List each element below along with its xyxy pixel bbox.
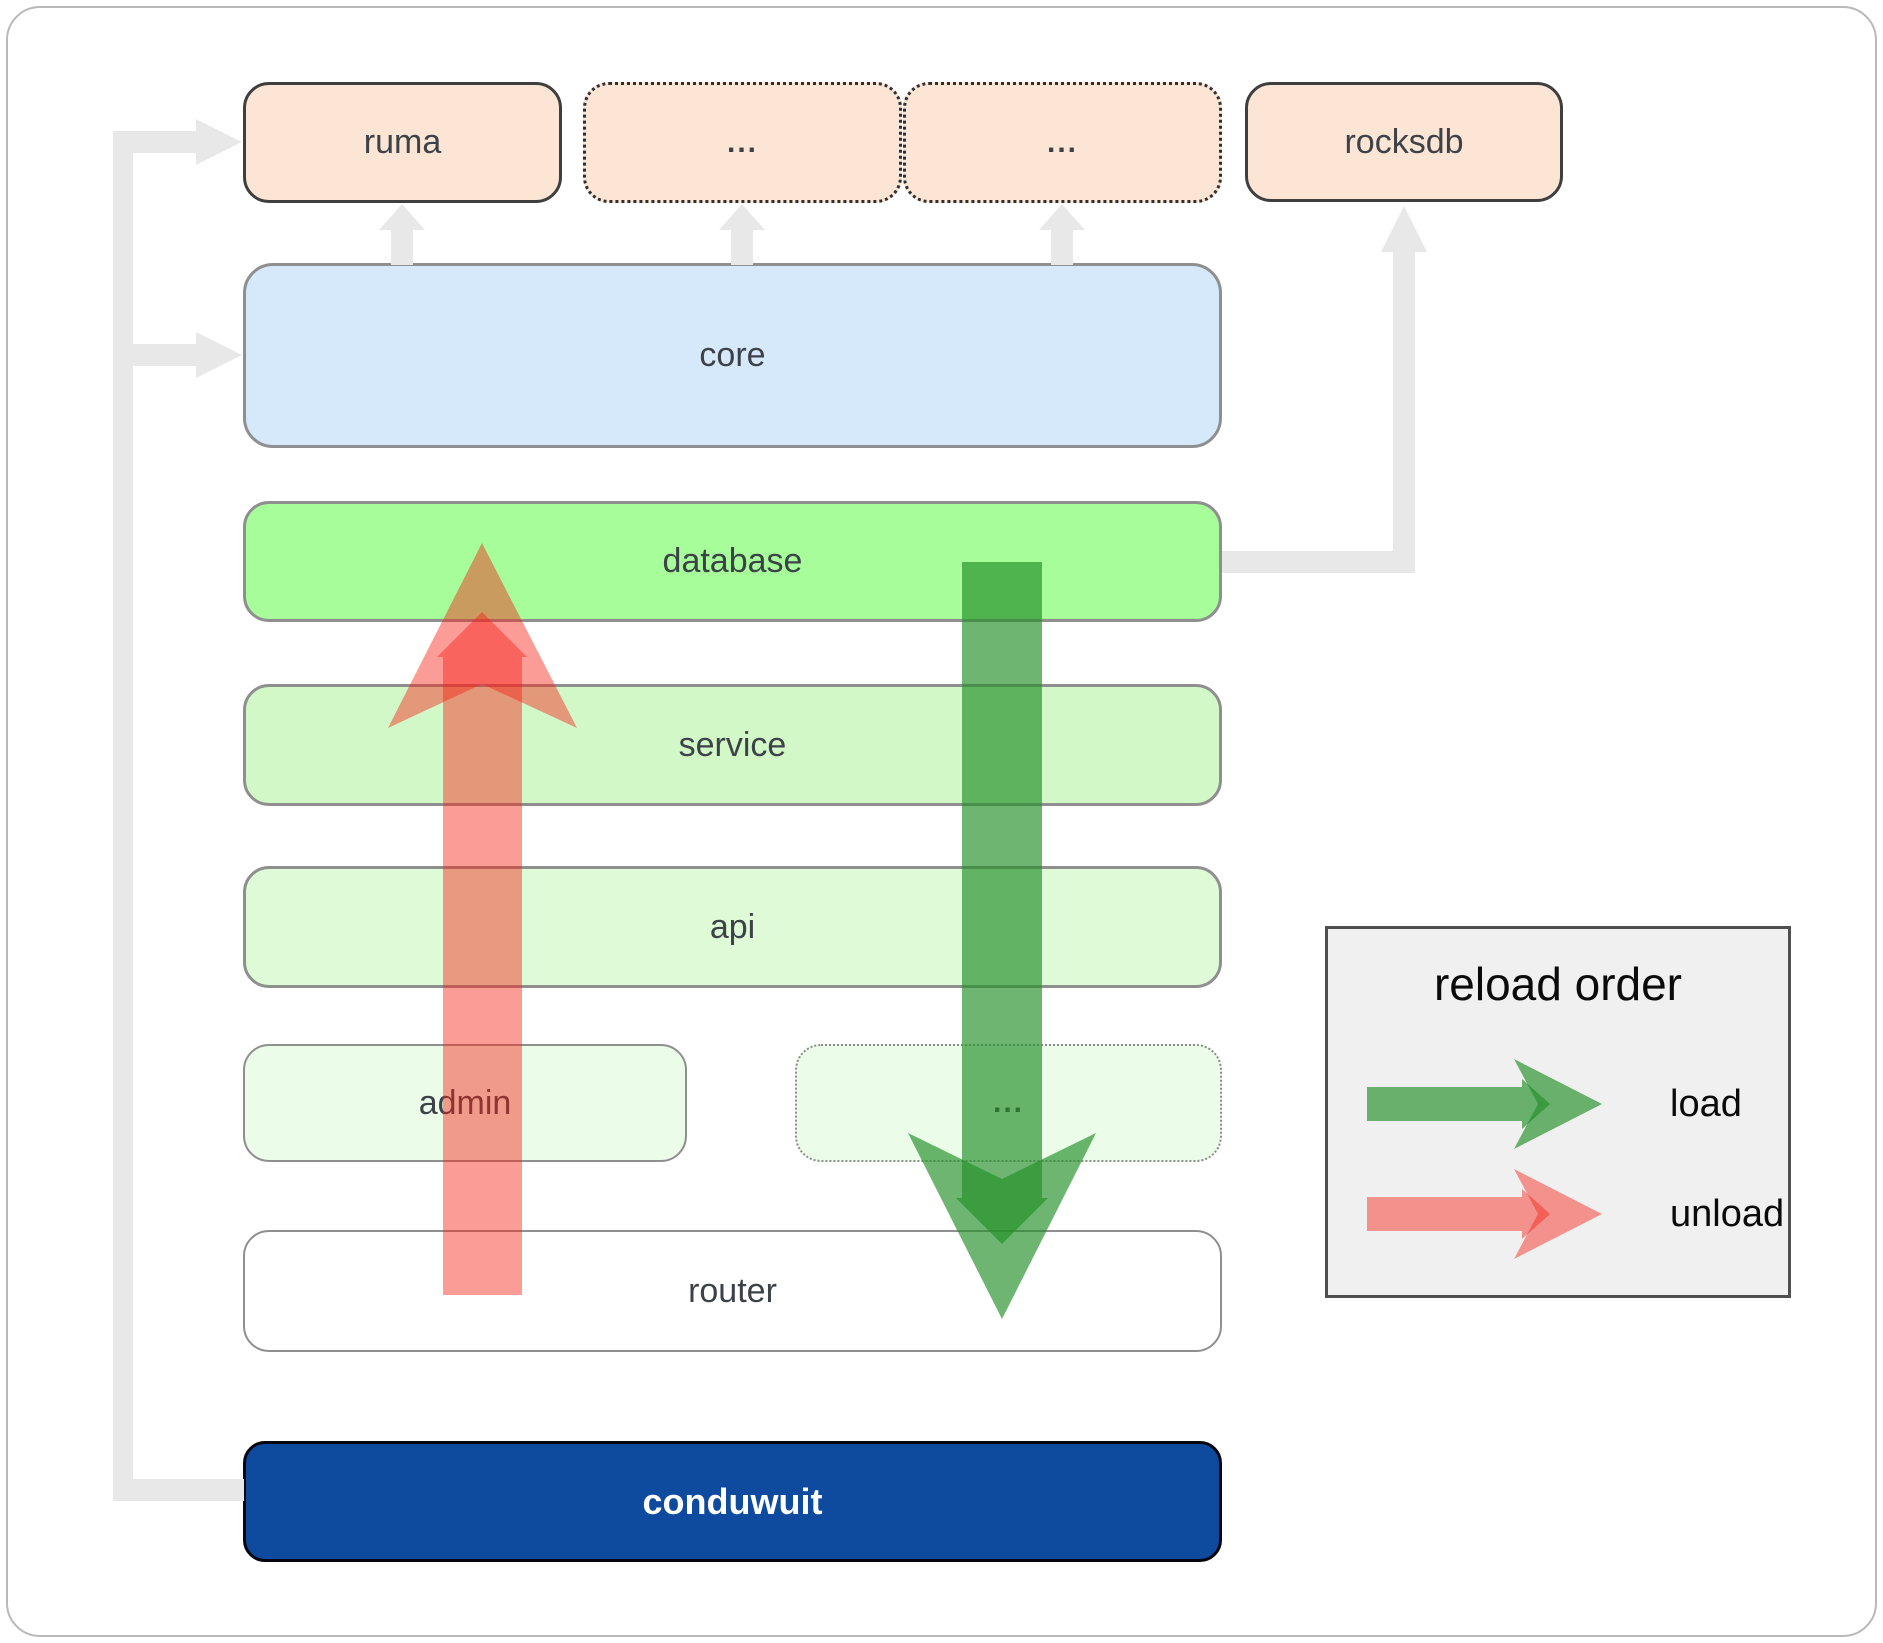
box-conduwuit: conduwuit <box>243 1441 1222 1562</box>
box-api-label: api <box>709 907 756 946</box>
box-dependency-1-label: ... <box>726 125 758 159</box>
box-router: router <box>243 1230 1222 1352</box>
box-router-label: router <box>688 1271 777 1310</box>
box-rocksdb-label: rocksdb <box>1344 122 1464 161</box>
box-ruma: ruma <box>243 82 562 203</box>
box-service: service <box>243 684 1222 806</box>
box-api: api <box>243 866 1222 988</box>
box-ruma-label: ruma <box>363 123 442 161</box>
box-admin-label: admin <box>418 1083 512 1122</box>
box-dependency-1: ... <box>583 82 902 203</box>
box-more-services-label: ... <box>992 1086 1024 1119</box>
load-arrow-icon <box>1367 1059 1602 1149</box>
box-rocksdb: rocksdb <box>1245 82 1563 202</box>
box-core: core <box>243 263 1222 448</box>
legend-load-label: load <box>1670 1083 1742 1125</box>
legend-row-load: load <box>1362 1057 1778 1152</box>
box-conduwuit-label: conduwuit <box>642 1480 823 1522</box>
box-service-label: service <box>678 725 787 764</box>
box-dependency-2-label: ... <box>1046 125 1078 159</box>
box-core-label: core <box>699 336 766 374</box>
box-dependency-2: ... <box>903 82 1222 203</box>
box-admin: admin <box>243 1044 687 1162</box>
legend-row-unload: unload <box>1362 1167 1784 1262</box>
diagram-frame <box>6 6 1877 1637</box>
unload-arrow-icon <box>1367 1169 1602 1259</box>
legend: reload order load unload <box>1325 926 1791 1298</box>
box-database-label: database <box>662 542 803 580</box>
box-database: database <box>243 501 1222 622</box>
legend-title: reload order <box>1433 958 1683 1010</box>
box-more-services: ... <box>795 1044 1222 1162</box>
legend-unload-label: unload <box>1670 1193 1785 1235</box>
